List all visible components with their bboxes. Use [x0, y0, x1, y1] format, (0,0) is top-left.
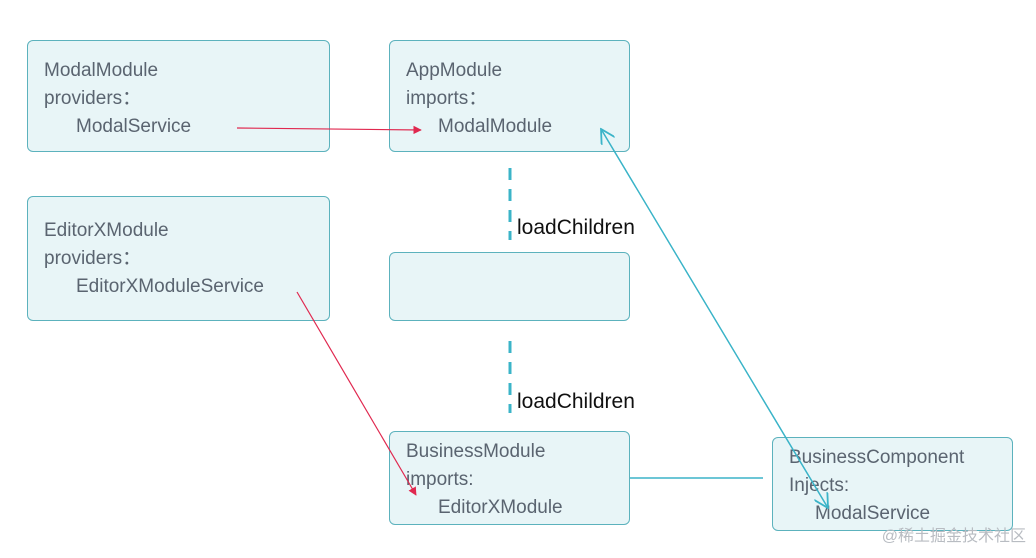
modal-module-service: ModalService: [76, 116, 192, 137]
business-module-box: BusinessModule imports: EditorXModule: [389, 431, 630, 525]
modal-module-title: ModalModule: [44, 60, 159, 81]
business-component-title: BusinessComponent: [789, 447, 965, 468]
watermark: @稀土掘金技术社区: [881, 528, 1026, 545]
empty-module-box: [389, 252, 630, 321]
modal-module-box: ModalModule providers： ModalService: [27, 40, 330, 152]
editorx-module-title: EditorXModule: [44, 220, 169, 241]
business-module-imports-label: imports:: [406, 469, 474, 490]
business-component-modal-service: ModalService: [815, 503, 931, 524]
app-module-imports-label: imports：: [406, 88, 488, 109]
business-module-title: BusinessModule: [406, 441, 546, 462]
editorx-module-service: EditorXModuleService: [76, 276, 264, 297]
load-children-label-1: loadChildren: [517, 216, 635, 239]
app-module-imported-modal-module: ModalModule: [438, 116, 553, 137]
editorx-module-box: EditorXModule providers： EditorXModuleSe…: [27, 196, 330, 321]
arrow-editorx-service-to-business-module: [296, 291, 417, 496]
business-component-injects-label: Injects:: [789, 475, 850, 496]
app-module-box: AppModule imports： ModalModule: [389, 40, 630, 152]
editorx-module-providers-label: providers：: [44, 248, 142, 269]
modal-module-providers-label: providers：: [44, 88, 142, 109]
arrow-app-modal-module-to-component: [600, 128, 828, 508]
load-children-label-2: loadChildren: [517, 390, 635, 413]
business-component-box: BusinessComponent Injects: ModalService: [772, 437, 1013, 531]
business-module-imported-editorx: EditorXModule: [438, 497, 563, 518]
app-module-title: AppModule: [406, 60, 503, 81]
arrow-modal-service-to-app-module: [236, 125, 422, 135]
